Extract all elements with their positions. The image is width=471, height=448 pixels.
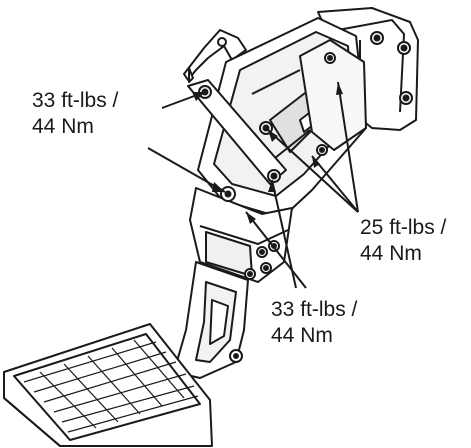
torque-callout-left-line2: 44 Nm [32,115,94,138]
leader-right-a [267,129,359,213]
torque-callout-left-line1: 33 ft-lbs / [32,89,119,112]
lower-arm [173,261,249,379]
arm-side-plate [299,39,367,156]
leader-lines [147,81,359,289]
tread-pattern [23,339,199,433]
leader-bottom-b [245,211,307,289]
torque-callout-bottom: 33 ft-lbs / 44 Nm [271,297,357,349]
torque-callout-bottom-line2: 44 Nm [271,324,333,347]
step-tread [3,323,213,447]
leader-left-b [147,147,226,193]
hinge-housing [189,186,293,283]
leader-right-b [311,155,359,213]
torque-callout-right: 25 ft-lbs / 44 Nm [360,215,446,267]
torque-callout-right-line1: 25 ft-lbs / [360,216,447,239]
leader-arrowheads [192,82,343,224]
torque-callout-bottom-line1: 33 ft-lbs / [271,298,358,321]
mounting-plate [183,29,247,83]
torque-callout-left: 33 ft-lbs / 44 Nm [32,88,118,140]
torque-callout-right-line2: 44 Nm [360,242,422,265]
leader-right-c [337,81,359,213]
